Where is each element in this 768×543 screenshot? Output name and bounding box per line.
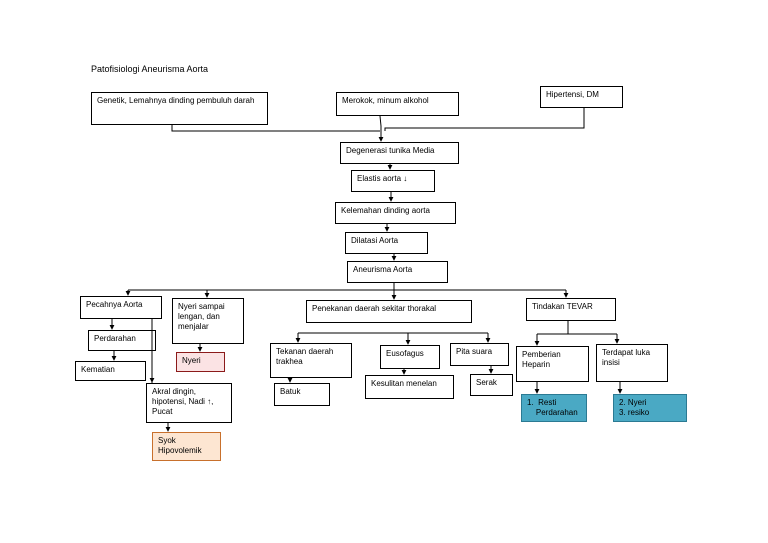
node-nyeri-sampai: Nyeri sampai lengan, dan menjalar xyxy=(172,298,244,344)
resti-label: Resti xyxy=(538,398,557,407)
node-elastis: Elastis aorta ↓ xyxy=(351,170,435,192)
node-pemberian: Pemberian Heparin xyxy=(516,346,589,382)
nyeri-item: 2. Nyeri xyxy=(619,398,647,407)
resti-perdarahan-label: Perdarahan xyxy=(535,408,578,417)
node-resti-perdarahan: 1. Resti Perdarahan xyxy=(521,394,587,422)
node-dilatasi: Dilatasi Aorta xyxy=(345,232,428,254)
node-penekanan: Penekanan daerah sekitar thorakal xyxy=(306,300,472,323)
resti-number: 1. xyxy=(527,398,534,407)
node-akral: Akral dingin, hipotensi, Nadi ↑, Pucat xyxy=(146,383,232,423)
node-nyeri-resiko: 2. Nyeri 3. resiko xyxy=(613,394,687,422)
node-pita-suara: Pita suara xyxy=(450,343,509,366)
node-kematian: Kematian xyxy=(75,361,146,381)
node-merokok: Merokok, minum alkohol xyxy=(336,92,459,116)
node-degenerasi: Degenerasi tunika Media xyxy=(340,142,459,164)
node-tekanan-trakhea: Tekanan daerah trakhea xyxy=(270,343,352,378)
page-title: Patofisiologi Aneurisma Aorta xyxy=(91,64,209,74)
node-aneurisma: Aneurisma Aorta xyxy=(347,261,448,283)
node-hipertensi: Hipertensi, DM xyxy=(540,86,623,108)
node-nyeri: Nyeri xyxy=(176,352,225,372)
node-syok: Syok Hipovolemik xyxy=(152,432,221,461)
node-terdapat: Terdapat luka insisi xyxy=(596,344,668,382)
node-eusofagus: Eusofagus xyxy=(380,345,440,369)
node-tindakan: Tindakan TEVAR xyxy=(526,298,616,321)
node-serak: Serak xyxy=(470,374,513,396)
node-perdarahan: Perdarahan xyxy=(88,330,156,351)
resiko-item: 3. resiko xyxy=(619,408,650,417)
node-kesulitan: Kesulitan menelan xyxy=(365,375,454,399)
node-batuk: Batuk xyxy=(274,383,330,406)
node-kelemahan: Kelemahan dinding aorta xyxy=(335,202,456,224)
node-genetik: Genetik, Lemahnya dinding pembuluh darah xyxy=(91,92,268,125)
node-pecahnya: Pecahnya Aorta xyxy=(80,296,162,319)
